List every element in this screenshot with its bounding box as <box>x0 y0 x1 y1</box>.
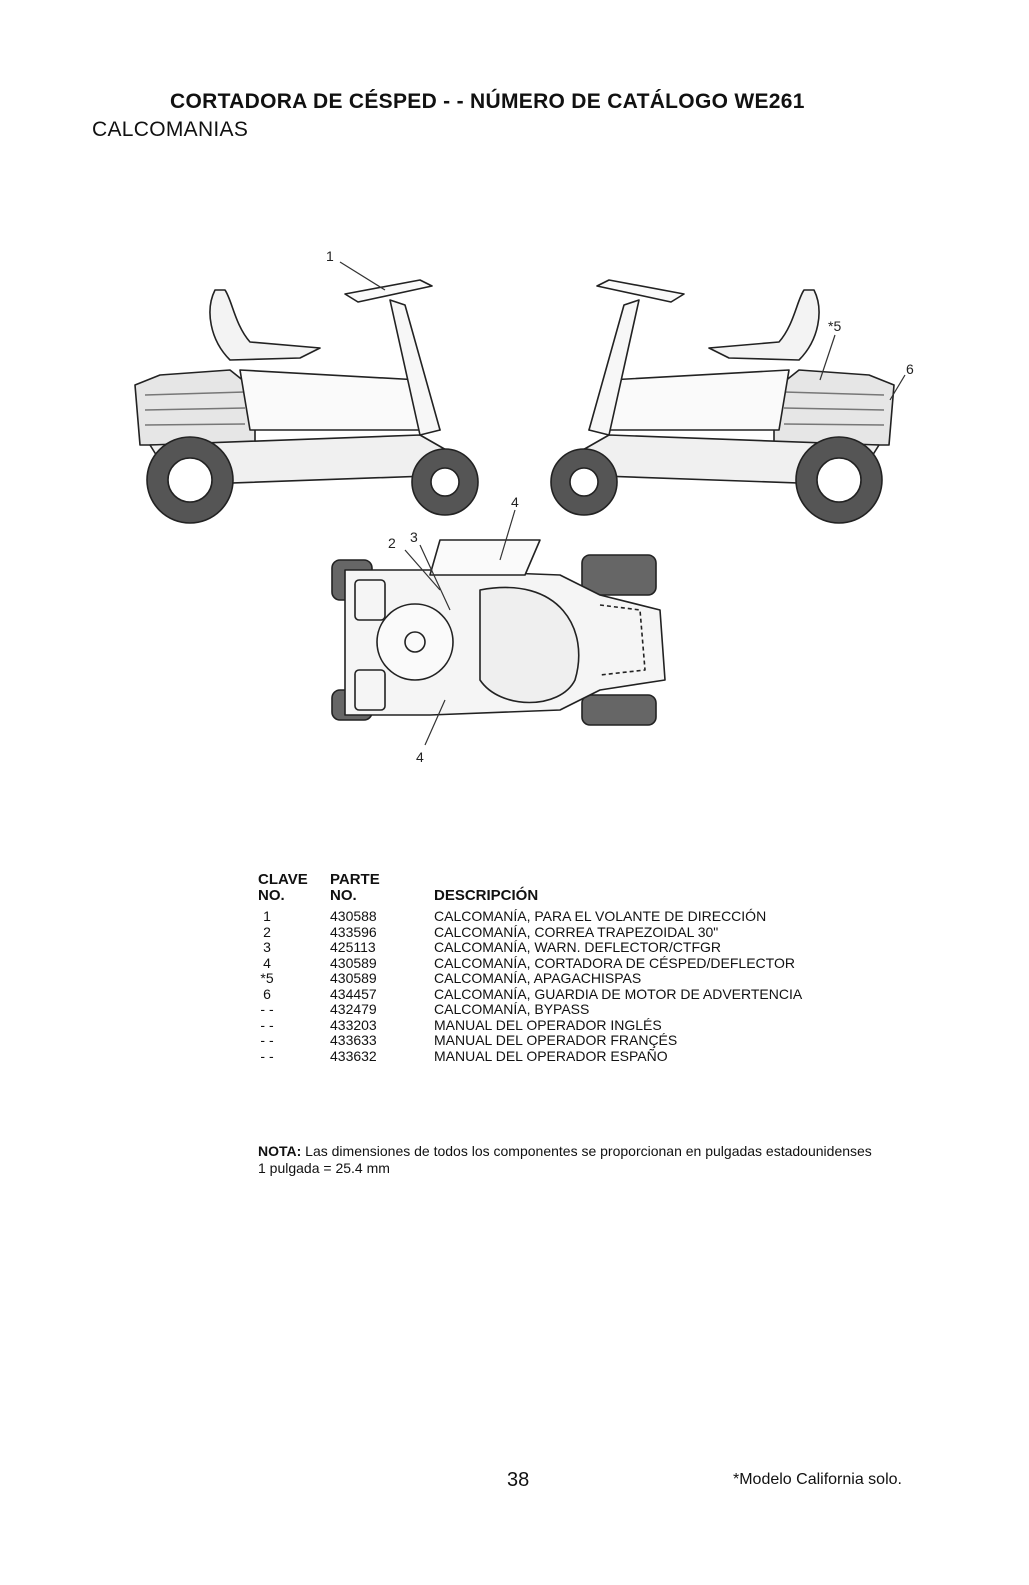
callout-leaders <box>339 261 906 746</box>
mower-side-view-right <box>550 279 895 524</box>
mower-top-view <box>331 539 666 726</box>
callout-2: 2 <box>388 535 396 551</box>
note: NOTA: Las dimensiones de todos los compo… <box>258 1143 878 1177</box>
section-title: CALCOMANIAS <box>92 118 249 141</box>
footnote: *Modelo California solo. <box>733 1471 902 1488</box>
header-parte: PARTE NO. <box>330 871 380 904</box>
callout-3: 3 <box>410 529 418 545</box>
callout-1: 1 <box>326 248 334 264</box>
note-label: NOTA: <box>258 1143 302 1159</box>
header-clave: CLAVE NO. <box>258 871 308 904</box>
callout-4-bottom: 4 <box>416 749 424 765</box>
decal-location-diagram: 1 *5 6 4 2 3 4 <box>134 248 914 765</box>
note-text: Las dimensiones de todos los componentes… <box>258 1143 872 1176</box>
page-number: 38 <box>507 1469 530 1491</box>
callout-5: *5 <box>828 318 841 334</box>
mower-side-view-left <box>134 279 479 524</box>
callout-4-top: 4 <box>511 494 519 510</box>
page-title: CORTADORA DE CÉSPED - - NÚMERO DE CATÁLO… <box>170 90 805 113</box>
callout-6: 6 <box>906 361 914 377</box>
header-descripcion: DESCRIPCIÓN <box>434 886 539 904</box>
